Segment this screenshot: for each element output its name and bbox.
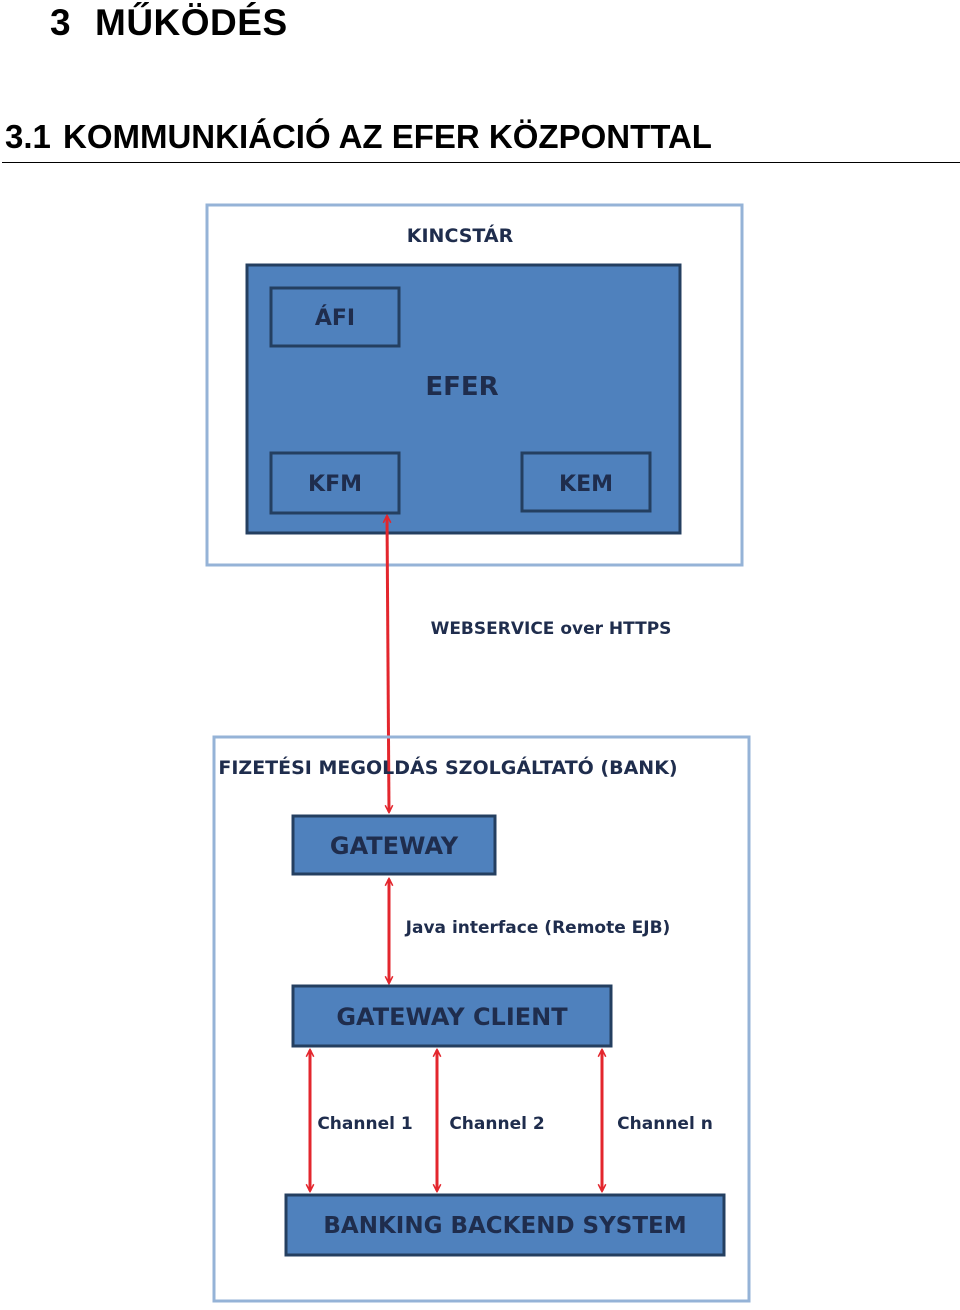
gateway-box [291,814,497,876]
subsection-number: 3.1 [5,118,51,155]
subsection-heading: 3.1 KOMMUNKIÁCIÓ AZ EFER KÖZPONTTAL [5,118,712,156]
bank-label: FIZETÉSI MEGOLDÁS SZOLGÁLTATÓ (BANK) [218,755,677,779]
kem-label: KEM [559,472,613,497]
channel-2-label: Channel 2 [449,1114,544,1134]
webservice-label: WEBSERVICE over HTTPS [431,619,672,639]
gateway-client-box [291,984,613,1048]
afi-box [269,286,401,348]
kfm-label: KFM [308,472,362,497]
section-title: MŰKÖDÉS [95,2,288,43]
section-heading: 3 MŰKÖDÉS [50,2,288,44]
channel-1-label: Channel 1 [317,1114,412,1134]
gateway-client-label: GATEWAY CLIENT [336,1003,568,1031]
bank-frame [212,735,751,1303]
subsection-title: KOMMUNKIÁCIÓ AZ EFER KÖZPONTTAL [63,118,712,155]
kincstar-label: KINCSTÁR [407,224,514,247]
banking-backend-box [284,1193,726,1257]
webservice-arrow [387,516,389,812]
afi-label: ÁFI [315,305,355,331]
channel-n-label: Channel n [617,1114,713,1134]
efer-label: EFER [425,372,498,402]
section-number: 3 [50,2,72,43]
heading-rule [2,162,960,163]
java-interface-label: Java interface (Remote EJB) [405,918,671,938]
kem-box [520,451,652,513]
gateway-label: GATEWAY [330,832,459,860]
banking-backend-label: BANKING BACKEND SYSTEM [323,1213,686,1239]
kfm-box [269,451,401,515]
